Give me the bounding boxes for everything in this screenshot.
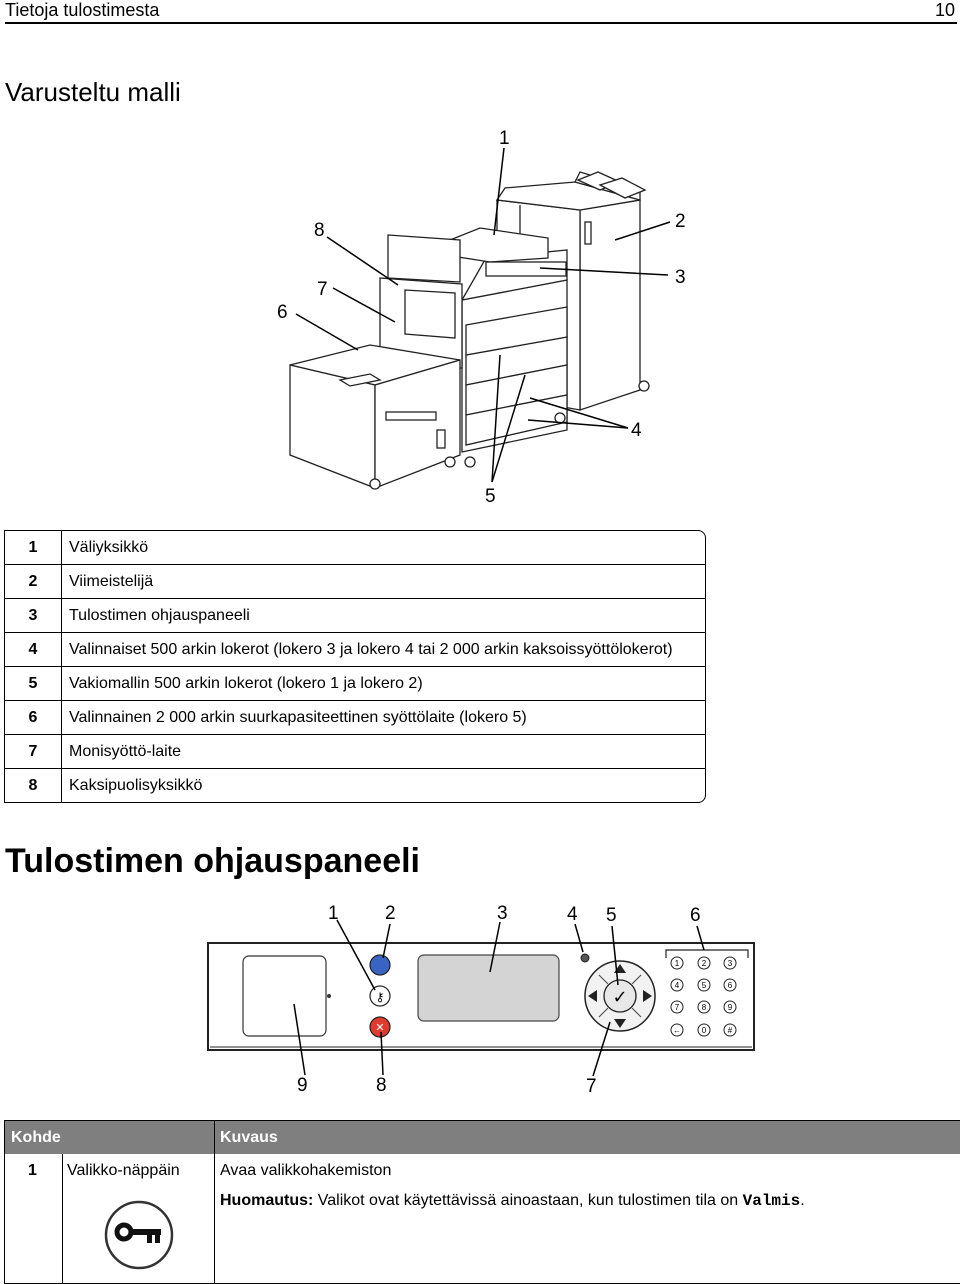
keypad-key: 7 [675,1003,680,1012]
section-heading-configured-model: Varusteltu malli [5,77,181,108]
keypad-key: 0 [702,1026,707,1035]
legend-num: 1 [5,531,62,564]
note-text: Valikot ovat käytettävissä ainoastaan, k… [313,1192,742,1209]
section-heading-control-panel: Tulostimen ohjauspaneeli [5,842,420,881]
sleep-button-icon [370,955,390,975]
callout-4: 4 [631,420,642,441]
keypad-key: 9 [728,1003,733,1012]
table-header: Kohde Kuvaus [5,1121,960,1154]
legend-text: Monisyöttö-laite [62,743,181,761]
legend-num: 7 [5,735,62,768]
keypad-key: 5 [702,981,707,990]
legend-num: 4 [5,633,62,666]
panel-callout-8: 8 [376,1075,387,1096]
panel-callout-7: 7 [586,1076,597,1097]
callout-7: 7 [317,279,328,300]
panel-callout-5: 5 [606,905,617,926]
item-description: Avaa valikkohakemiston [220,1162,391,1180]
legend-text: Kaksipuolisyksikkö [62,777,202,795]
panel-callout-3: 3 [497,903,508,924]
page-header: Tietoja tulostimesta 10 [5,0,957,24]
callout-5: 5 [485,486,496,507]
keypad-key: 6 [728,981,733,990]
item-note: Huomautus: Valikot ovat käytettävissä ai… [220,1192,805,1210]
note-code: Valmis [743,1192,801,1210]
control-panel-table: Kohde Kuvaus 1 Valikko-näppäin Avaa vali… [4,1120,960,1284]
note-end: . [800,1192,804,1209]
keypad-key: 4 [675,981,680,990]
column-header-item: Kohde [11,1129,61,1147]
header-title: Tietoja tulostimesta [5,0,159,21]
panel-callout-1: 1 [328,903,339,924]
legend-text: Väliyksikkö [62,539,148,557]
callout-3: 3 [675,267,686,288]
legend-num: 3 [5,599,62,632]
svg-text:✓: ✓ [612,987,627,1008]
keypad-key: 3 [728,959,733,968]
callout-2: 2 [675,211,686,232]
keypad-key: 2 [702,959,707,968]
legend-text: Valinnainen 2 000 arkin suurkapasiteetti… [62,709,527,727]
legend-text: Viimeistelijä [62,573,153,591]
callout-8: 8 [314,220,325,241]
keypad-key: # [728,1026,733,1035]
keypad-key: 1 [675,959,680,968]
page-number: 10 [935,0,955,21]
svg-text:✕: ✕ [375,1021,384,1034]
legend-text: Vakiomallin 500 arkin lokerot (lokero 1 … [62,675,423,693]
legend-text: Tulostimen ohjauspaneeli [62,607,250,625]
callout-6: 6 [277,302,288,323]
printer-illustration: 1 2 3 4 5 6 7 8 [260,120,700,510]
svg-text:⚷: ⚷ [376,990,385,1004]
legend-num: 2 [5,565,62,598]
legend-num: 6 [5,701,62,734]
control-panel-illustration: ⚷ ✕ ✓ 1 2 3 4 5 6 7 8 9 ← 0 # [200,895,770,1100]
panel-callout-6: 6 [690,905,701,926]
legend-text: Valinnaiset 500 arkin lokerot (lokero 3 … [62,641,673,659]
menu-key-icon [103,1199,175,1271]
keypad-key: ← [673,1026,681,1035]
panel-callout-9: 9 [297,1075,308,1096]
panel-callout-2: 2 [385,903,396,924]
note-label: Huomautus: [220,1192,313,1209]
legend-num: 8 [5,769,62,802]
row-number: 1 [28,1162,37,1180]
legend-num: 5 [5,667,62,700]
column-header-description: Kuvaus [220,1129,278,1147]
item-name: Valikko-näppäin [67,1162,180,1180]
callout-1: 1 [499,128,510,149]
keypad-key: 8 [702,1003,707,1012]
panel-callout-4: 4 [567,904,578,925]
